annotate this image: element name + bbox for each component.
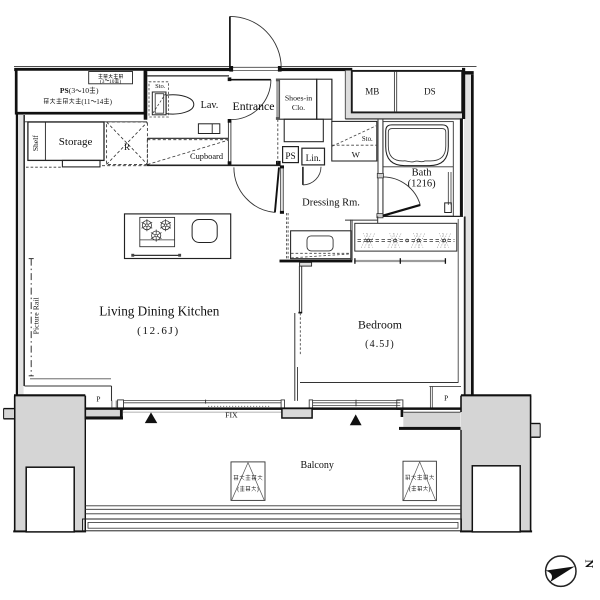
svg-text:): ) — [119, 78, 121, 85]
svg-text:): ) — [428, 486, 430, 493]
svg-text:(11: (11 — [81, 98, 91, 106]
svg-text:): ) — [96, 86, 99, 95]
svg-text:FIX: FIX — [225, 410, 238, 419]
svg-text:W: W — [352, 149, 361, 159]
svg-text:Clo.: Clo. — [292, 103, 305, 112]
svg-text:Sto.: Sto. — [362, 136, 373, 143]
svg-text:): ) — [257, 486, 259, 493]
svg-text:Shoes-in: Shoes-in — [285, 93, 312, 102]
svg-text:Picture Rail: Picture Rail — [32, 296, 41, 334]
svg-text:(4.5J): (4.5J) — [365, 339, 395, 350]
svg-text:Sto.: Sto. — [155, 83, 166, 90]
svg-text:N: N — [583, 560, 597, 569]
svg-text:(3: (3 — [100, 78, 105, 85]
svg-text:(: ( — [409, 486, 411, 493]
svg-text:(12.6J): (12.6J) — [137, 325, 180, 337]
svg-text:Lav.: Lav. — [201, 100, 219, 111]
svg-text:Cupboard: Cupboard — [190, 152, 224, 161]
svg-text:Lin.: Lin. — [306, 154, 321, 164]
svg-text:(3: (3 — [69, 86, 76, 95]
svg-text:Living Dining Kitchen: Living Dining Kitchen — [99, 303, 220, 318]
svg-text:MB: MB — [365, 87, 379, 97]
svg-text:P: P — [444, 394, 448, 403]
svg-text:PS: PS — [285, 152, 295, 162]
svg-text:Balcony: Balcony — [301, 460, 334, 471]
svg-text:PS: PS — [60, 86, 69, 95]
svg-text:P: P — [96, 394, 100, 403]
svg-text:10: 10 — [109, 79, 115, 85]
svg-text:10: 10 — [81, 86, 89, 95]
svg-text:Entrance: Entrance — [233, 99, 275, 113]
svg-text:(1216): (1216) — [408, 179, 436, 190]
svg-text:(: ( — [237, 486, 239, 493]
svg-text:Bedroom: Bedroom — [358, 318, 402, 332]
svg-text:14: 14 — [96, 98, 104, 106]
svg-text:): ) — [110, 98, 113, 106]
svg-text:Dressing Rm.: Dressing Rm. — [302, 197, 360, 208]
svg-text:Bath: Bath — [412, 167, 433, 178]
svg-text:Shelf: Shelf — [31, 135, 40, 151]
svg-text:R: R — [124, 142, 130, 152]
svg-text:Storage: Storage — [59, 136, 93, 148]
svg-text:DS: DS — [424, 87, 436, 97]
